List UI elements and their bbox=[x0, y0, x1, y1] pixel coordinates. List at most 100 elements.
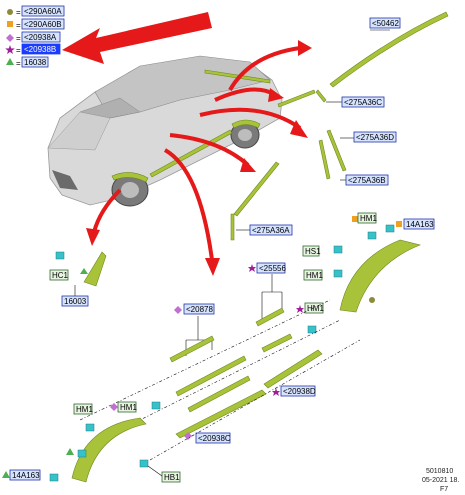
callout-HM1-lower-left[interactable]: HM1 bbox=[73, 403, 93, 415]
svg-text:<50462: <50462 bbox=[372, 19, 399, 28]
svg-text:HB1: HB1 bbox=[164, 473, 180, 482]
diamond-icon bbox=[6, 34, 14, 42]
svg-text:<275A36B: <275A36B bbox=[348, 176, 386, 185]
svg-text:HM1: HM1 bbox=[307, 304, 324, 313]
legend-eq: = bbox=[16, 59, 21, 68]
svg-text:HS1: HS1 bbox=[305, 247, 321, 256]
callout-HM1-top[interactable]: HM1 bbox=[357, 212, 377, 224]
clip-icon bbox=[333, 269, 343, 278]
callout-HB1[interactable]: HB1 bbox=[161, 471, 181, 483]
callout-HM1-mid[interactable]: HM1 bbox=[303, 269, 323, 281]
roof-moulding bbox=[329, 11, 449, 88]
svg-text:<275A36A: <275A36A bbox=[252, 226, 290, 235]
car-grille bbox=[52, 170, 78, 190]
square-icon bbox=[352, 216, 358, 222]
callout-275A36A[interactable]: <275A36A bbox=[249, 224, 293, 236]
belt-moulding-c bbox=[277, 89, 316, 108]
legend-item-16038[interactable]: = 16038 bbox=[6, 56, 49, 68]
legend-item-20938B[interactable]: = <20938B bbox=[5, 43, 61, 55]
rear-wheel-arch-moulding bbox=[339, 239, 421, 313]
callout-275A36B[interactable]: <275A36B bbox=[345, 174, 389, 186]
callout-275A36C[interactable]: <275A36C bbox=[341, 96, 385, 108]
clip-icon bbox=[77, 449, 87, 458]
callout-25556[interactable]: <25556 bbox=[256, 262, 286, 274]
legend-item-290A60B[interactable]: = <290A60B bbox=[7, 18, 65, 30]
legend-item-290A60A[interactable]: = <290A60A bbox=[7, 5, 65, 17]
callout-14A163-bottom[interactable]: 14A163 bbox=[9, 469, 41, 481]
svg-text:<25556: <25556 bbox=[259, 264, 286, 273]
svg-text:<20878: <20878 bbox=[186, 305, 213, 314]
clip-icon bbox=[55, 251, 65, 260]
svg-text:16003: 16003 bbox=[64, 297, 87, 306]
svg-text:HM1: HM1 bbox=[360, 214, 377, 223]
callout-20938C[interactable]: <20938C bbox=[195, 432, 231, 444]
triangle-icon bbox=[2, 471, 10, 478]
clip-icon bbox=[151, 401, 161, 410]
circle-icon bbox=[7, 9, 13, 15]
rocker-moulding-a bbox=[233, 161, 280, 217]
svg-text:14A163: 14A163 bbox=[12, 471, 40, 480]
svg-text:HM1: HM1 bbox=[306, 271, 323, 280]
svg-text:14A163: 14A163 bbox=[406, 220, 434, 229]
pillar-moulding-d bbox=[326, 129, 347, 172]
diamond-icon bbox=[174, 306, 182, 314]
callout-HM1-right[interactable]: HM1 bbox=[304, 302, 324, 314]
clip-icon bbox=[85, 423, 95, 432]
clip-icon bbox=[139, 459, 149, 468]
svg-text:<275A36D: <275A36D bbox=[356, 133, 394, 142]
legend-code: <290A60B bbox=[24, 20, 62, 29]
callout-275A36D[interactable]: <275A36D bbox=[353, 131, 397, 143]
legend-code: <20938B bbox=[24, 45, 56, 54]
callout-arrows bbox=[86, 40, 312, 276]
clip-icon bbox=[307, 325, 317, 334]
drawing-code: 5010810 bbox=[426, 468, 453, 475]
legend-item-20938A[interactable]: = <20938A bbox=[6, 31, 61, 43]
pointer-arrow bbox=[62, 12, 212, 64]
svg-text:<20938C: <20938C bbox=[198, 434, 231, 443]
diamond-icon bbox=[110, 403, 118, 411]
callout-HC1[interactable]: HC1 bbox=[49, 269, 69, 281]
callout-50462[interactable]: <50462 bbox=[369, 17, 401, 29]
square-icon bbox=[396, 221, 402, 227]
callout-HS1[interactable]: HS1 bbox=[302, 245, 321, 257]
star-icon bbox=[272, 388, 280, 396]
legend-code: 16038 bbox=[24, 58, 47, 67]
legend-eq: = bbox=[16, 46, 21, 55]
clip-icon bbox=[367, 231, 377, 240]
clip-icon bbox=[49, 473, 59, 482]
star-icon bbox=[248, 264, 256, 272]
legend-eq: = bbox=[16, 8, 21, 17]
triangle-icon bbox=[66, 448, 74, 455]
svg-text:HM1: HM1 bbox=[120, 403, 137, 412]
star-icon bbox=[296, 305, 304, 313]
legend: = <290A60A = <290A60B = <20938A = <20938… bbox=[5, 5, 65, 68]
square-icon bbox=[7, 21, 13, 27]
clip-icon bbox=[385, 224, 395, 233]
triangle-icon bbox=[6, 58, 14, 65]
svg-text:<275A36C: <275A36C bbox=[344, 98, 382, 107]
callout-16003[interactable]: 16003 bbox=[61, 295, 89, 307]
callout-HM1-lower-mid[interactable]: HM1 bbox=[117, 401, 137, 413]
legend-eq: = bbox=[16, 34, 21, 43]
callout-14A163-top[interactable]: 14A163 bbox=[403, 218, 435, 230]
legend-code: <290A60A bbox=[24, 7, 62, 16]
svg-text:HC1: HC1 bbox=[52, 271, 69, 280]
clip-icon bbox=[333, 245, 343, 254]
drawing-page: F7 bbox=[440, 486, 448, 493]
svg-text:HM1: HM1 bbox=[76, 405, 93, 414]
star-icon bbox=[5, 45, 15, 54]
rocker-moulding-long bbox=[263, 349, 323, 389]
callout-20878[interactable]: <20878 bbox=[183, 303, 215, 315]
vehicle-illustration bbox=[47, 55, 283, 207]
callout-20938D[interactable]: <20938D bbox=[280, 385, 316, 397]
triangle-icon bbox=[80, 268, 88, 274]
drawing-date: 05-2021 18. bbox=[422, 477, 459, 484]
legend-eq: = bbox=[16, 21, 21, 30]
legend-code: <20938A bbox=[24, 33, 57, 42]
svg-text:<20938D: <20938D bbox=[283, 387, 316, 396]
drawing-footer: 5010810 05-2021 18. F7 bbox=[422, 468, 459, 493]
diamond-icon bbox=[184, 432, 192, 440]
circle-icon bbox=[369, 297, 375, 303]
front-wheel-arch-moulding bbox=[71, 417, 147, 483]
